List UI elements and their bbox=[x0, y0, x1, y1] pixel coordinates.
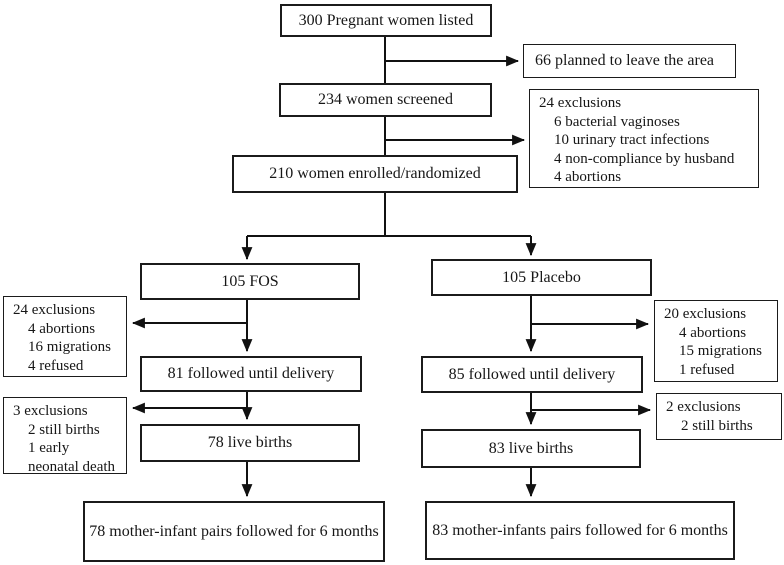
node-screening-exclusions: 24 exclusions 6 bacterial vaginoses 10 u… bbox=[529, 89, 759, 188]
exclusion-item: 4 non-compliance by husband bbox=[554, 150, 735, 167]
node-300-pregnant-women-listed: 300 Pregnant women listed bbox=[280, 4, 492, 37]
node-210-enrolled-randomized: 210 women enrolled/randomized bbox=[232, 155, 518, 193]
exclusion-item: 2 still births bbox=[28, 421, 100, 438]
node-label: 83 mother-infants pairs followed for 6 m… bbox=[432, 521, 728, 539]
node-fos-exclusions: 24 exclusions 4 abortions 16 migrations … bbox=[3, 296, 127, 377]
node-78-live-births: 78 live births bbox=[140, 424, 360, 462]
node-label: 81 followed until delivery bbox=[167, 365, 335, 382]
node-85-followed-until-delivery: 85 followed until delivery bbox=[421, 356, 643, 393]
exclusion-item: 6 bacterial vaginoses bbox=[554, 113, 680, 130]
node-78-mother-infant-pairs: 78 mother-infant pairs followed for 6 mo… bbox=[83, 501, 385, 562]
node-fos-birth-exclusions: 3 exclusions 2 still births 1 early neon… bbox=[3, 397, 127, 475]
node-105-placebo: 105 Placebo bbox=[431, 259, 652, 296]
exclusion-item: 4 refused bbox=[28, 357, 84, 374]
exclusion-item: 10 urinary tract infections bbox=[554, 132, 710, 148]
node-66-planned-to-leave: 66 planned to leave the area bbox=[523, 44, 736, 78]
exclusion-item: 4 abortions bbox=[679, 324, 747, 341]
exclusions-title: 24 exclusions bbox=[539, 95, 622, 111]
node-81-followed-until-delivery: 81 followed until delivery bbox=[140, 356, 362, 392]
node-placebo-exclusions: 20 exclusions 4 abortions 15 migrations … bbox=[654, 300, 778, 382]
exclusions-title: 2 exclusions bbox=[666, 399, 741, 415]
node-83-live-births: 83 live births bbox=[421, 429, 641, 468]
node-83-mother-infants-pairs: 83 mother-infants pairs followed for 6 m… bbox=[425, 501, 735, 560]
exclusion-item: 15 migrations bbox=[679, 343, 762, 359]
exclusion-item: 1 refused bbox=[679, 361, 735, 378]
node-label: 105 Placebo bbox=[502, 268, 581, 286]
node-label: 78 mother-infant pairs followed for 6 mo… bbox=[89, 522, 379, 540]
exclusions-title: 3 exclusions bbox=[13, 403, 88, 419]
node-label: 300 Pregnant women listed bbox=[298, 11, 474, 29]
exclusion-item: 4 abortions bbox=[28, 320, 96, 337]
exclusion-item: 1 early bbox=[28, 440, 70, 456]
node-label: 83 live births bbox=[488, 439, 574, 457]
node-234-women-screened: 234 women screened bbox=[279, 83, 492, 117]
node-label: 234 women screened bbox=[317, 91, 454, 108]
exclusions-title: 20 exclusions bbox=[664, 306, 747, 322]
exclusion-item: 2 still births bbox=[681, 417, 753, 434]
node-label: 85 followed until delivery bbox=[448, 365, 616, 383]
exclusion-item: 4 abortions bbox=[554, 169, 622, 185]
node-label: 66 planned to leave the area bbox=[535, 52, 715, 69]
exclusion-item: neonatal death bbox=[28, 458, 116, 475]
node-105-fos: 105 FOS bbox=[140, 263, 360, 300]
exclusion-item: 16 migrations bbox=[28, 339, 111, 355]
node-placebo-birth-exclusions: 2 exclusions 2 still births bbox=[656, 393, 782, 440]
exclusions-title: 24 exclusions bbox=[13, 302, 96, 318]
node-label: 105 FOS bbox=[221, 272, 279, 290]
node-label: 210 women enrolled/randomized bbox=[269, 165, 481, 182]
node-label: 78 live births bbox=[207, 434, 293, 451]
